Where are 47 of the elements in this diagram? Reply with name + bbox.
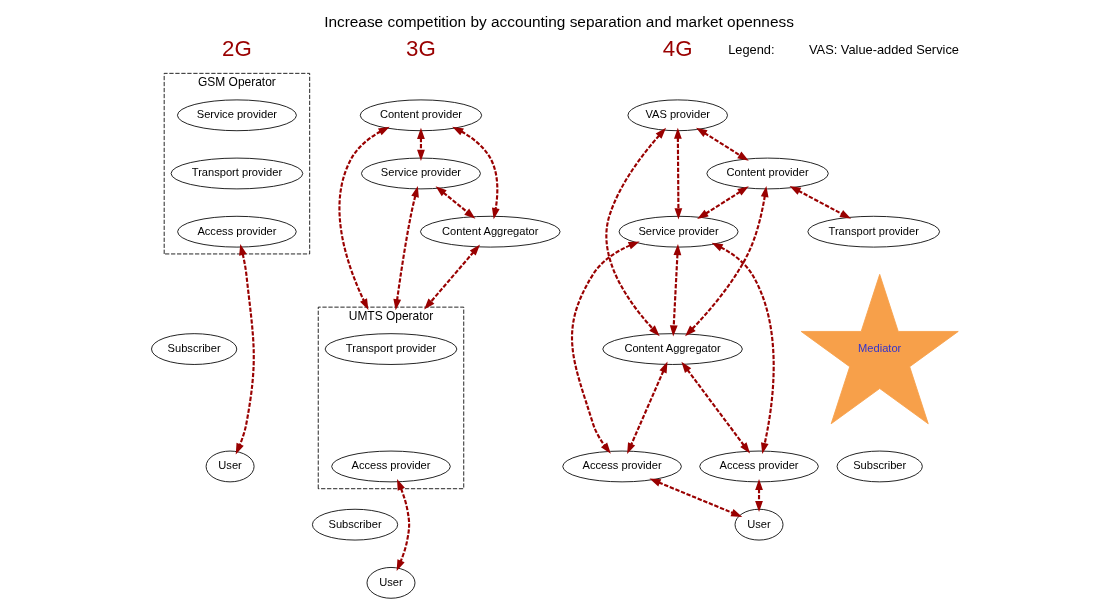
- arrow: [681, 361, 751, 454]
- label: 4G: [662, 36, 693, 62]
- node-ellipse: User: [734, 508, 784, 541]
- node-ellipse: Access provider: [331, 450, 451, 483]
- node-ellipse: Access provider: [562, 450, 682, 483]
- node-ellipse: Subscriber: [836, 450, 923, 483]
- arrow: [696, 127, 749, 161]
- node-ellipse: Transport provider: [324, 333, 458, 365]
- node-ellipse: Service provider: [361, 157, 481, 190]
- node-ellipse: Subscriber: [151, 333, 238, 365]
- arrow: [338, 126, 390, 311]
- arrow: [711, 242, 775, 454]
- label: Legend:: [728, 42, 775, 58]
- arrow: [235, 244, 255, 455]
- arrow: [789, 186, 852, 219]
- node-ellipse: Subscriber: [312, 508, 399, 541]
- arrow: [685, 185, 769, 337]
- arrow: [396, 479, 411, 571]
- arrow: [452, 126, 500, 220]
- node-ellipse: Access provider: [699, 450, 819, 483]
- arrow: [697, 186, 749, 220]
- node-ellipse: Content provider: [359, 99, 483, 132]
- arrow: [605, 127, 667, 337]
- arrow: [669, 243, 682, 337]
- label: VAS: Value-added Service: [808, 42, 959, 58]
- arrow: [424, 244, 480, 310]
- node-ellipse: Transport provider: [807, 215, 940, 248]
- node-ellipse: Content provider: [706, 157, 829, 190]
- node-ellipse: Content Aggregator: [602, 333, 743, 365]
- arrow: [435, 186, 476, 219]
- node-ellipse: Transport provider: [170, 157, 304, 190]
- arrow: [649, 478, 743, 517]
- node-ellipse: User: [366, 567, 416, 599]
- arrow: [571, 241, 640, 454]
- arrow: [393, 185, 419, 311]
- node-ellipse: VAS provider: [627, 99, 728, 132]
- node-ellipse: Content Aggregator: [420, 215, 561, 248]
- label: 3G: [406, 36, 436, 62]
- label: 2G: [222, 36, 252, 62]
- arrow: [673, 127, 683, 220]
- arrow: [755, 478, 763, 513]
- node-ellipse: Service provider: [177, 99, 297, 132]
- arrow: [417, 127, 425, 161]
- node-ellipse: Access provider: [177, 215, 297, 248]
- arrow: [627, 361, 668, 455]
- node-ellipse: User: [205, 450, 255, 483]
- diagram-title: Increase competition by accounting separation and market openness: [324, 13, 794, 31]
